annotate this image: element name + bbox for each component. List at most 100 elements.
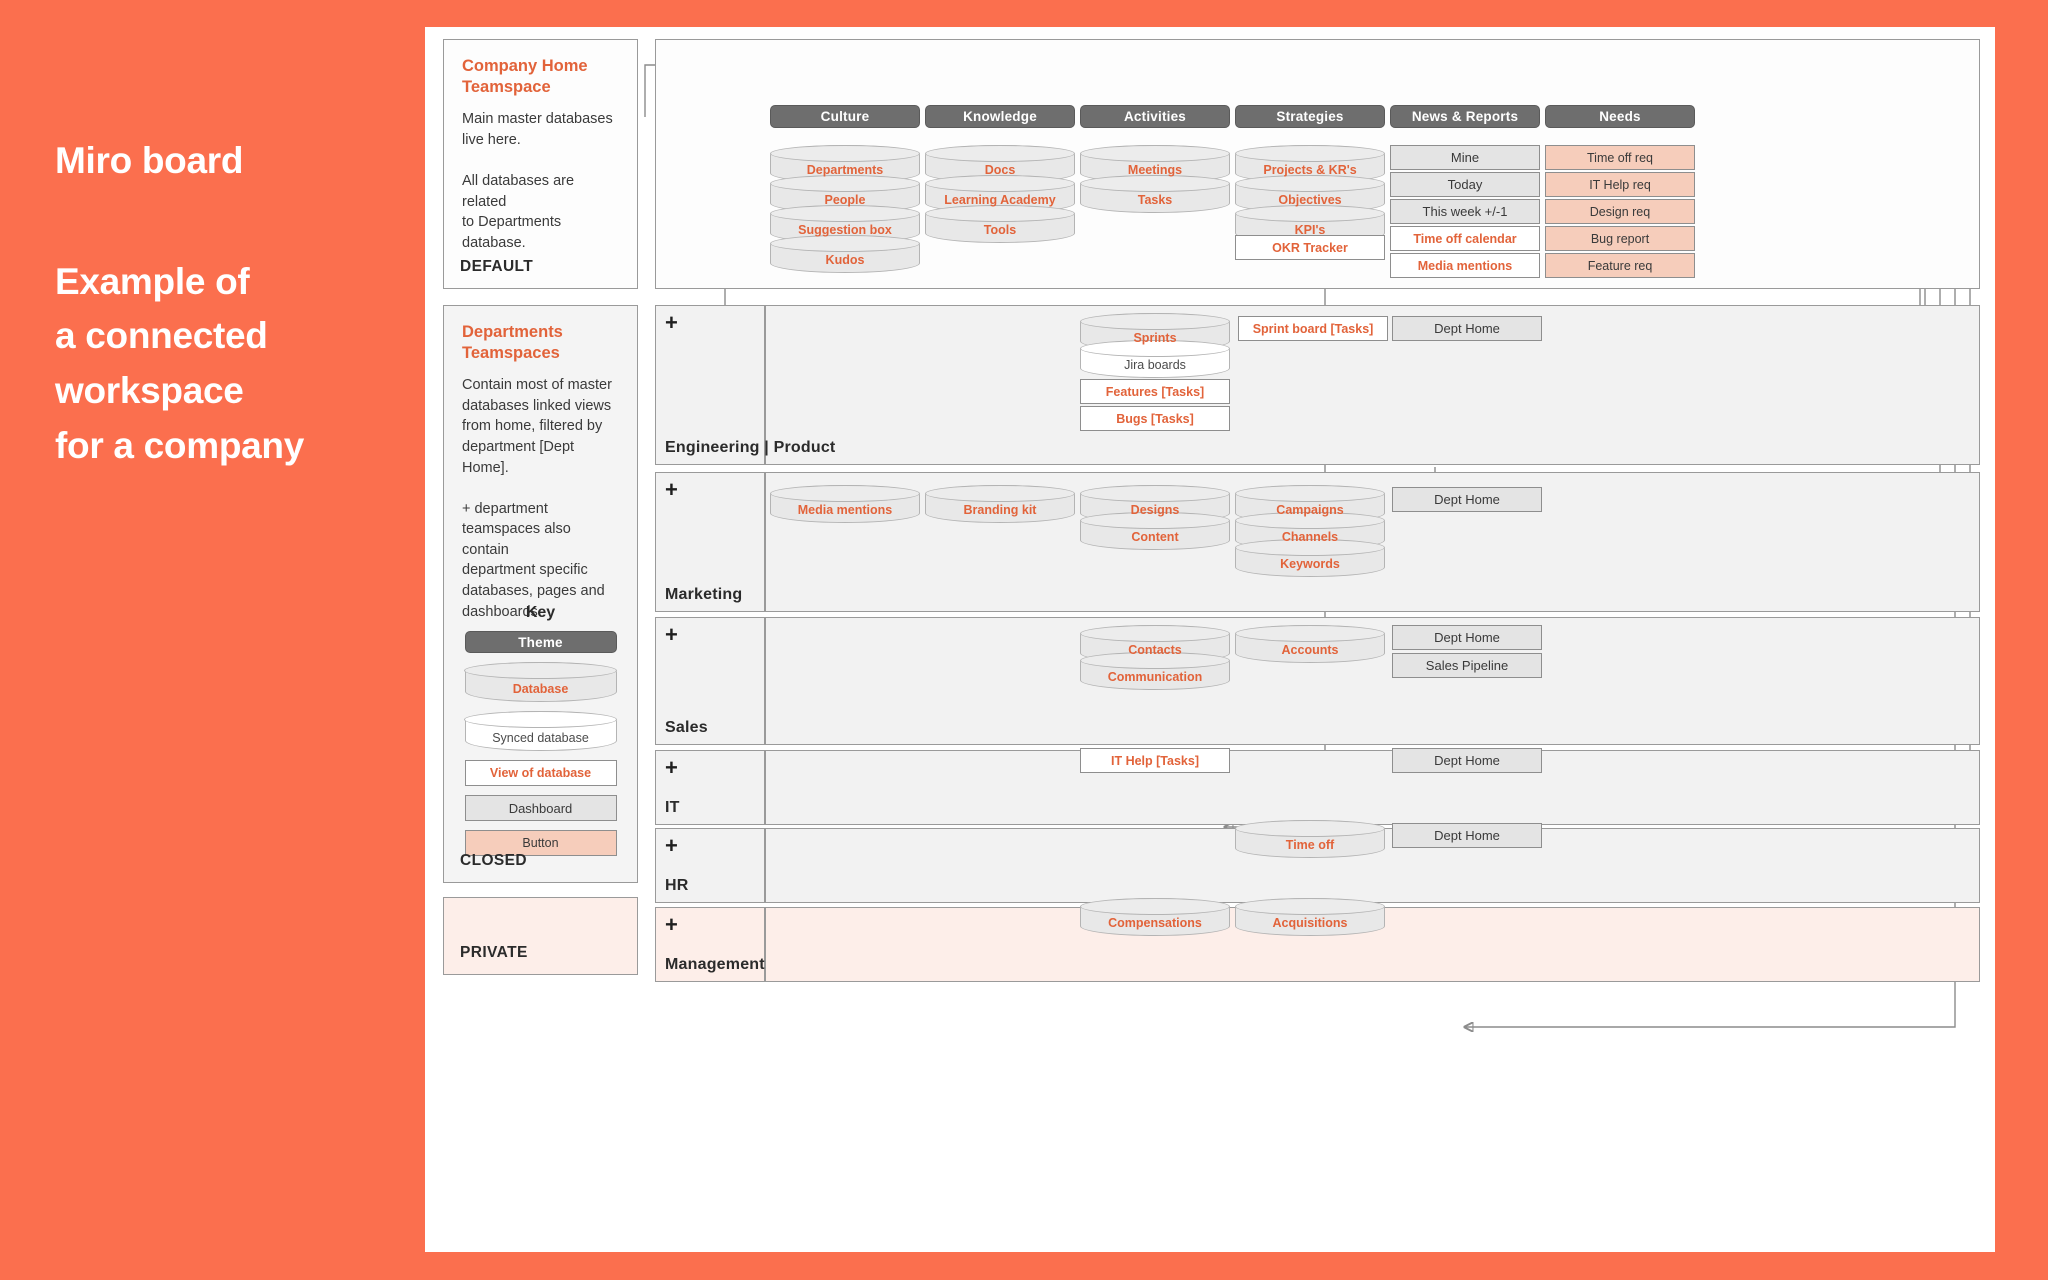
node-label: Media mentions [797, 503, 893, 517]
add-button[interactable]: + [665, 477, 678, 502]
node-marketing-dept-home[interactable]: Dept Home [1392, 487, 1542, 512]
node-mine[interactable]: Mine [1390, 145, 1540, 170]
node-label: Communication [1107, 670, 1203, 684]
theme-chip-culture[interactable]: Culture [770, 105, 920, 128]
node-marketing-keywords[interactable]: Keywords [1234, 538, 1386, 577]
key-item-label: Dashboard [508, 800, 573, 816]
node-marketing-media-mentions[interactable]: Media mentions [769, 484, 921, 523]
node-label: Acquisitions [1272, 916, 1348, 930]
sidebar-card-default[interactable]: Company Home Teamspace Main master datab… [443, 39, 638, 289]
key-legend: Theme Database Synced database View of d… [444, 631, 637, 856]
node-engineering-product-features-tasks[interactable]: Features [Tasks] [1080, 379, 1230, 404]
node-bug-report[interactable]: Bug report [1545, 226, 1695, 251]
node-time-off-req[interactable]: Time off req [1545, 145, 1695, 170]
node-it-dept-home[interactable]: Dept Home [1392, 748, 1542, 773]
node-label: Mine [1450, 150, 1480, 165]
theme-chip-knowledge[interactable]: Knowledge [925, 105, 1075, 128]
node-hr-time-off[interactable]: Time off [1234, 819, 1386, 858]
add-button[interactable]: + [665, 310, 678, 335]
node-label: Dept Home [1434, 828, 1500, 843]
node-engineering-product-jira-boards[interactable]: Jira boards [1079, 339, 1231, 378]
node-label: Dept Home [1434, 753, 1500, 768]
department-panel-it[interactable]: + IT [655, 750, 1980, 825]
node-management-acquisitions[interactable]: Acquisitions [1234, 897, 1386, 936]
node-sales-accounts[interactable]: Accounts [1234, 624, 1386, 663]
node-hr-dept-home[interactable]: Dept Home [1392, 823, 1542, 848]
node-it-it-help-tasks[interactable]: IT Help [Tasks] [1080, 748, 1230, 773]
node-label: Channels [1281, 530, 1339, 544]
sidebar-card-private[interactable]: PRIVATE [443, 897, 638, 975]
node-label: Keywords [1280, 557, 1340, 571]
key-item-label: Synced database [492, 731, 589, 745]
node-feature-req[interactable]: Feature req [1545, 253, 1695, 278]
key-item-synced-database: Synced database [464, 710, 617, 751]
node-label: News & Reports [1411, 109, 1519, 124]
node-label: Media mentions [1417, 258, 1513, 273]
node-label: KPI's [1294, 223, 1326, 237]
node-marketing-branding-kit[interactable]: Branding kit [924, 484, 1076, 523]
node-tasks[interactable]: Tasks [1079, 174, 1231, 213]
node-label: Compensations [1108, 916, 1202, 930]
node-okr-tracker[interactable]: OKR Tracker [1235, 235, 1385, 260]
node-label: Dept Home [1434, 321, 1500, 336]
sidebar-card-body: Main master databases live here. All dat… [462, 111, 613, 251]
sidebar-card-closed[interactable]: Departments Teamspaces Contain most of m… [443, 305, 638, 883]
key-item-button: Button [464, 830, 617, 856]
add-button[interactable]: + [665, 833, 678, 858]
node-sales-dept-home[interactable]: Dept Home [1392, 625, 1542, 650]
panel-divider [764, 618, 766, 744]
page-subtitle: Example of a connected workspace for a c… [55, 260, 304, 466]
theme-chip-needs[interactable]: Needs [1545, 105, 1695, 128]
node-label: Tasks [1137, 193, 1173, 207]
node-engineering-product-bugs-tasks[interactable]: Bugs [Tasks] [1080, 406, 1230, 431]
node-label: Time off req [1587, 150, 1653, 165]
key-item-label: Button [522, 836, 559, 850]
board-canvas[interactable]: Company Home Teamspace Main master datab… [425, 27, 1995, 1252]
department-label: Marketing [665, 586, 743, 603]
department-label: Sales [665, 719, 708, 736]
sidebar-card-tag: PRIVATE [460, 944, 528, 961]
node-label: Objectives [1278, 193, 1342, 207]
sidebar-card-tag: CLOSED [460, 852, 527, 869]
add-button[interactable]: + [665, 755, 678, 780]
node-kudos[interactable]: Kudos [769, 234, 921, 273]
theme-chip-strategies[interactable]: Strategies [1235, 105, 1385, 128]
node-today[interactable]: Today [1390, 172, 1540, 197]
add-button[interactable]: + [665, 912, 678, 937]
department-label: Management [665, 956, 765, 973]
node-label: Bugs [Tasks] [1116, 411, 1194, 426]
node-tools[interactable]: Tools [924, 204, 1076, 243]
node-label: Today [1447, 177, 1483, 192]
node-management-compensations[interactable]: Compensations [1079, 897, 1231, 936]
key-item-label: Database [512, 682, 569, 696]
node-label: Design req [1589, 204, 1651, 219]
node-it-help-req[interactable]: IT Help req [1545, 172, 1695, 197]
node-engineering-product-dept-home[interactable]: Dept Home [1392, 316, 1542, 341]
node-learning-academy[interactable]: Learning Academy [924, 174, 1076, 213]
node-sales-sales-pipeline[interactable]: Sales Pipeline [1392, 653, 1542, 678]
node-label: Docs [984, 163, 1016, 177]
node-design-req[interactable]: Design req [1545, 199, 1695, 224]
key-item-view-of-database: View of database [464, 760, 617, 786]
node-time-off-calendar[interactable]: Time off calendar [1390, 226, 1540, 251]
node-sales-communication[interactable]: Communication [1079, 651, 1231, 690]
page-title: Miro board [55, 140, 244, 181]
node-label: People [824, 193, 866, 207]
node-label: Content [1131, 530, 1179, 544]
node-engineering-product-sprint-board-tasks[interactable]: Sprint board [Tasks] [1238, 316, 1388, 341]
node-label: This week +/-1 [1422, 204, 1508, 219]
theme-chip-activities[interactable]: Activities [1080, 105, 1230, 128]
node-this-week-1[interactable]: This week +/-1 [1390, 199, 1540, 224]
key-item-database: Database [464, 661, 617, 702]
key-item-label: Theme [518, 634, 563, 650]
department-label: IT [665, 799, 680, 816]
node-label: Designs [1130, 503, 1180, 517]
node-media-mentions[interactable]: Media mentions [1390, 253, 1540, 278]
panel-divider [764, 829, 766, 902]
node-marketing-content[interactable]: Content [1079, 511, 1231, 550]
add-button[interactable]: + [665, 622, 678, 647]
node-label: Campaigns [1276, 503, 1344, 517]
theme-chip-news-reports[interactable]: News & Reports [1390, 105, 1540, 128]
node-label: Feature req [1587, 258, 1653, 273]
key-item-dashboard: Dashboard [464, 795, 617, 821]
